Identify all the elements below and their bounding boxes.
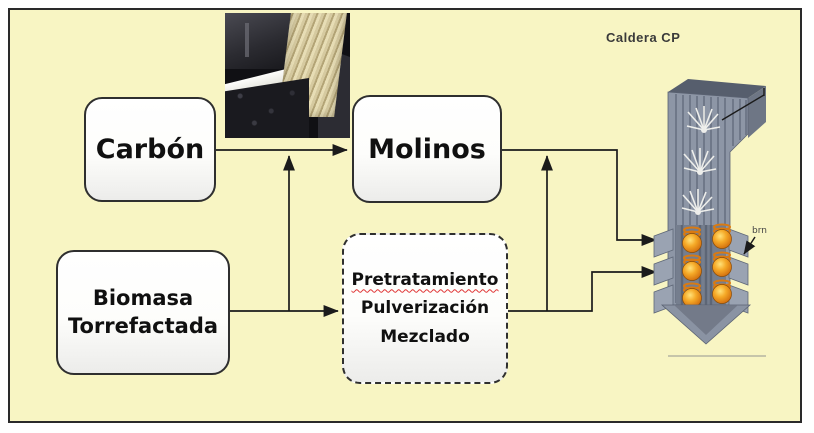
photo-machinery-bar <box>245 23 249 57</box>
node-biomasa-label-line1: Biomasa <box>92 286 194 311</box>
node-carbon-label: Carbón <box>95 134 205 165</box>
node-carbon: Carbón <box>84 97 216 202</box>
node-pretratamiento-label-line1: Pretratamiento <box>351 270 499 291</box>
photo-coal-pile <box>225 78 309 138</box>
node-molinos-label: Molinos <box>368 133 486 165</box>
node-biomasa-torrefactada: Biomasa Torrefactada <box>56 250 230 375</box>
node-molinos: Molinos <box>352 95 502 203</box>
node-biomasa-label-line2: Torrefactada <box>67 313 219 338</box>
caldera-cp-label: Caldera CP <box>606 30 681 45</box>
node-pretratamiento-label-line3: Mezclado <box>380 326 470 347</box>
node-pretratamiento-label-line2: Pulverización <box>360 298 490 319</box>
node-pretratamiento: Pretratamiento Pulverización Mezclado <box>342 233 508 384</box>
biomass-conveyor-photo <box>225 13 350 138</box>
